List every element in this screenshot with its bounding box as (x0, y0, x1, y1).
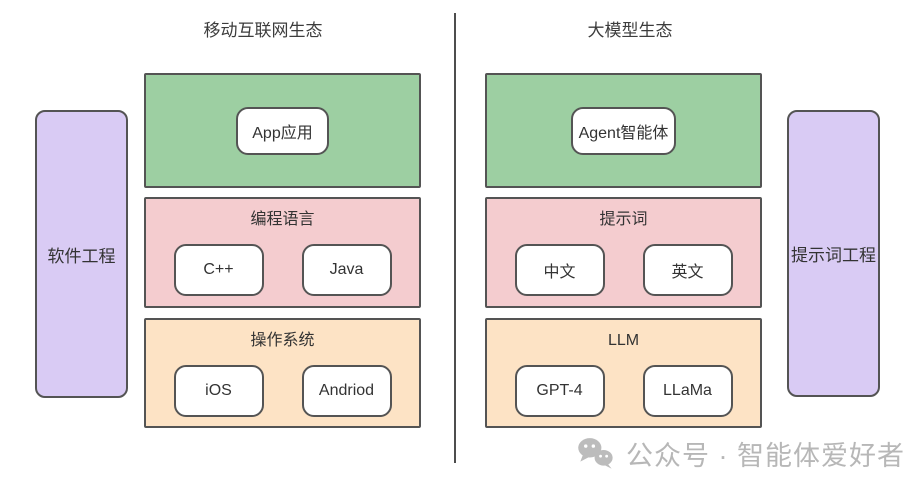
chip-java: Java (301, 244, 392, 296)
wechat-icon (578, 438, 613, 469)
right-layer-llm: LLM GPT-4 LLaMa (485, 318, 762, 428)
chip-app: App应用 (236, 106, 329, 155)
right-prompts-label: 提示词 (599, 211, 648, 228)
chip-agent: Agent智能体 (570, 106, 677, 155)
left-languages-chip-row: C++ Java (173, 244, 392, 296)
chip-agent-label: Agent智能体 (578, 124, 669, 142)
chip-chinese: 中文 (514, 244, 605, 296)
right-llm-label: LLM (607, 332, 640, 349)
left-layer-app: App应用 (144, 73, 421, 188)
watermark-text: 公众号 · 智能体爱好者 (626, 441, 905, 471)
right-layer-agent: Agent智能体 (485, 73, 762, 188)
chip-ios: iOS (173, 365, 264, 417)
chip-llama-label: LLaMa (663, 382, 712, 399)
left-os-label: 操作系统 (250, 332, 315, 349)
left-languages-label: 编程语言 (250, 211, 315, 228)
chip-ios-label: iOS (205, 382, 232, 399)
right-llm-chip-row: GPT-4 LLaMa (514, 365, 733, 417)
left-side-box: 软件工程 (35, 110, 128, 398)
left-layer-languages: 编程语言 C++ Java (144, 197, 421, 308)
left-side-label: 软件工程 (47, 246, 116, 266)
right-panel-title: 大模型生态 (587, 21, 673, 40)
left-os-chip-row: iOS Andriod (173, 365, 392, 417)
chip-cpp: C++ (173, 244, 264, 296)
chip-llama: LLaMa (642, 365, 733, 417)
chip-cpp-label: C++ (203, 261, 234, 278)
right-side-box: 提示词工程 (787, 110, 880, 397)
chip-android: Andriod (301, 365, 392, 417)
right-layer-prompts: 提示词 中文 英文 (485, 197, 762, 308)
left-layer-os: 操作系统 iOS Andriod (144, 318, 421, 428)
chip-english-label: 英文 (671, 264, 704, 281)
right-side-label: 提示词工程 (791, 246, 876, 265)
right-prompts-chip-row: 中文 英文 (514, 244, 733, 296)
chip-gpt4: GPT-4 (514, 365, 605, 417)
chip-english: 英文 (642, 244, 733, 296)
chip-gpt4-label: GPT-4 (536, 382, 583, 399)
watermark: 公众号 · 智能体爱好者 (577, 434, 905, 473)
center-divider (454, 13, 456, 463)
chip-android-label: Andriod (318, 382, 375, 399)
left-panel-title: 移动互联网生态 (203, 21, 323, 40)
chip-app-label: App应用 (252, 124, 313, 142)
chip-chinese-label: 中文 (543, 264, 576, 281)
chip-java-label: Java (329, 261, 364, 278)
